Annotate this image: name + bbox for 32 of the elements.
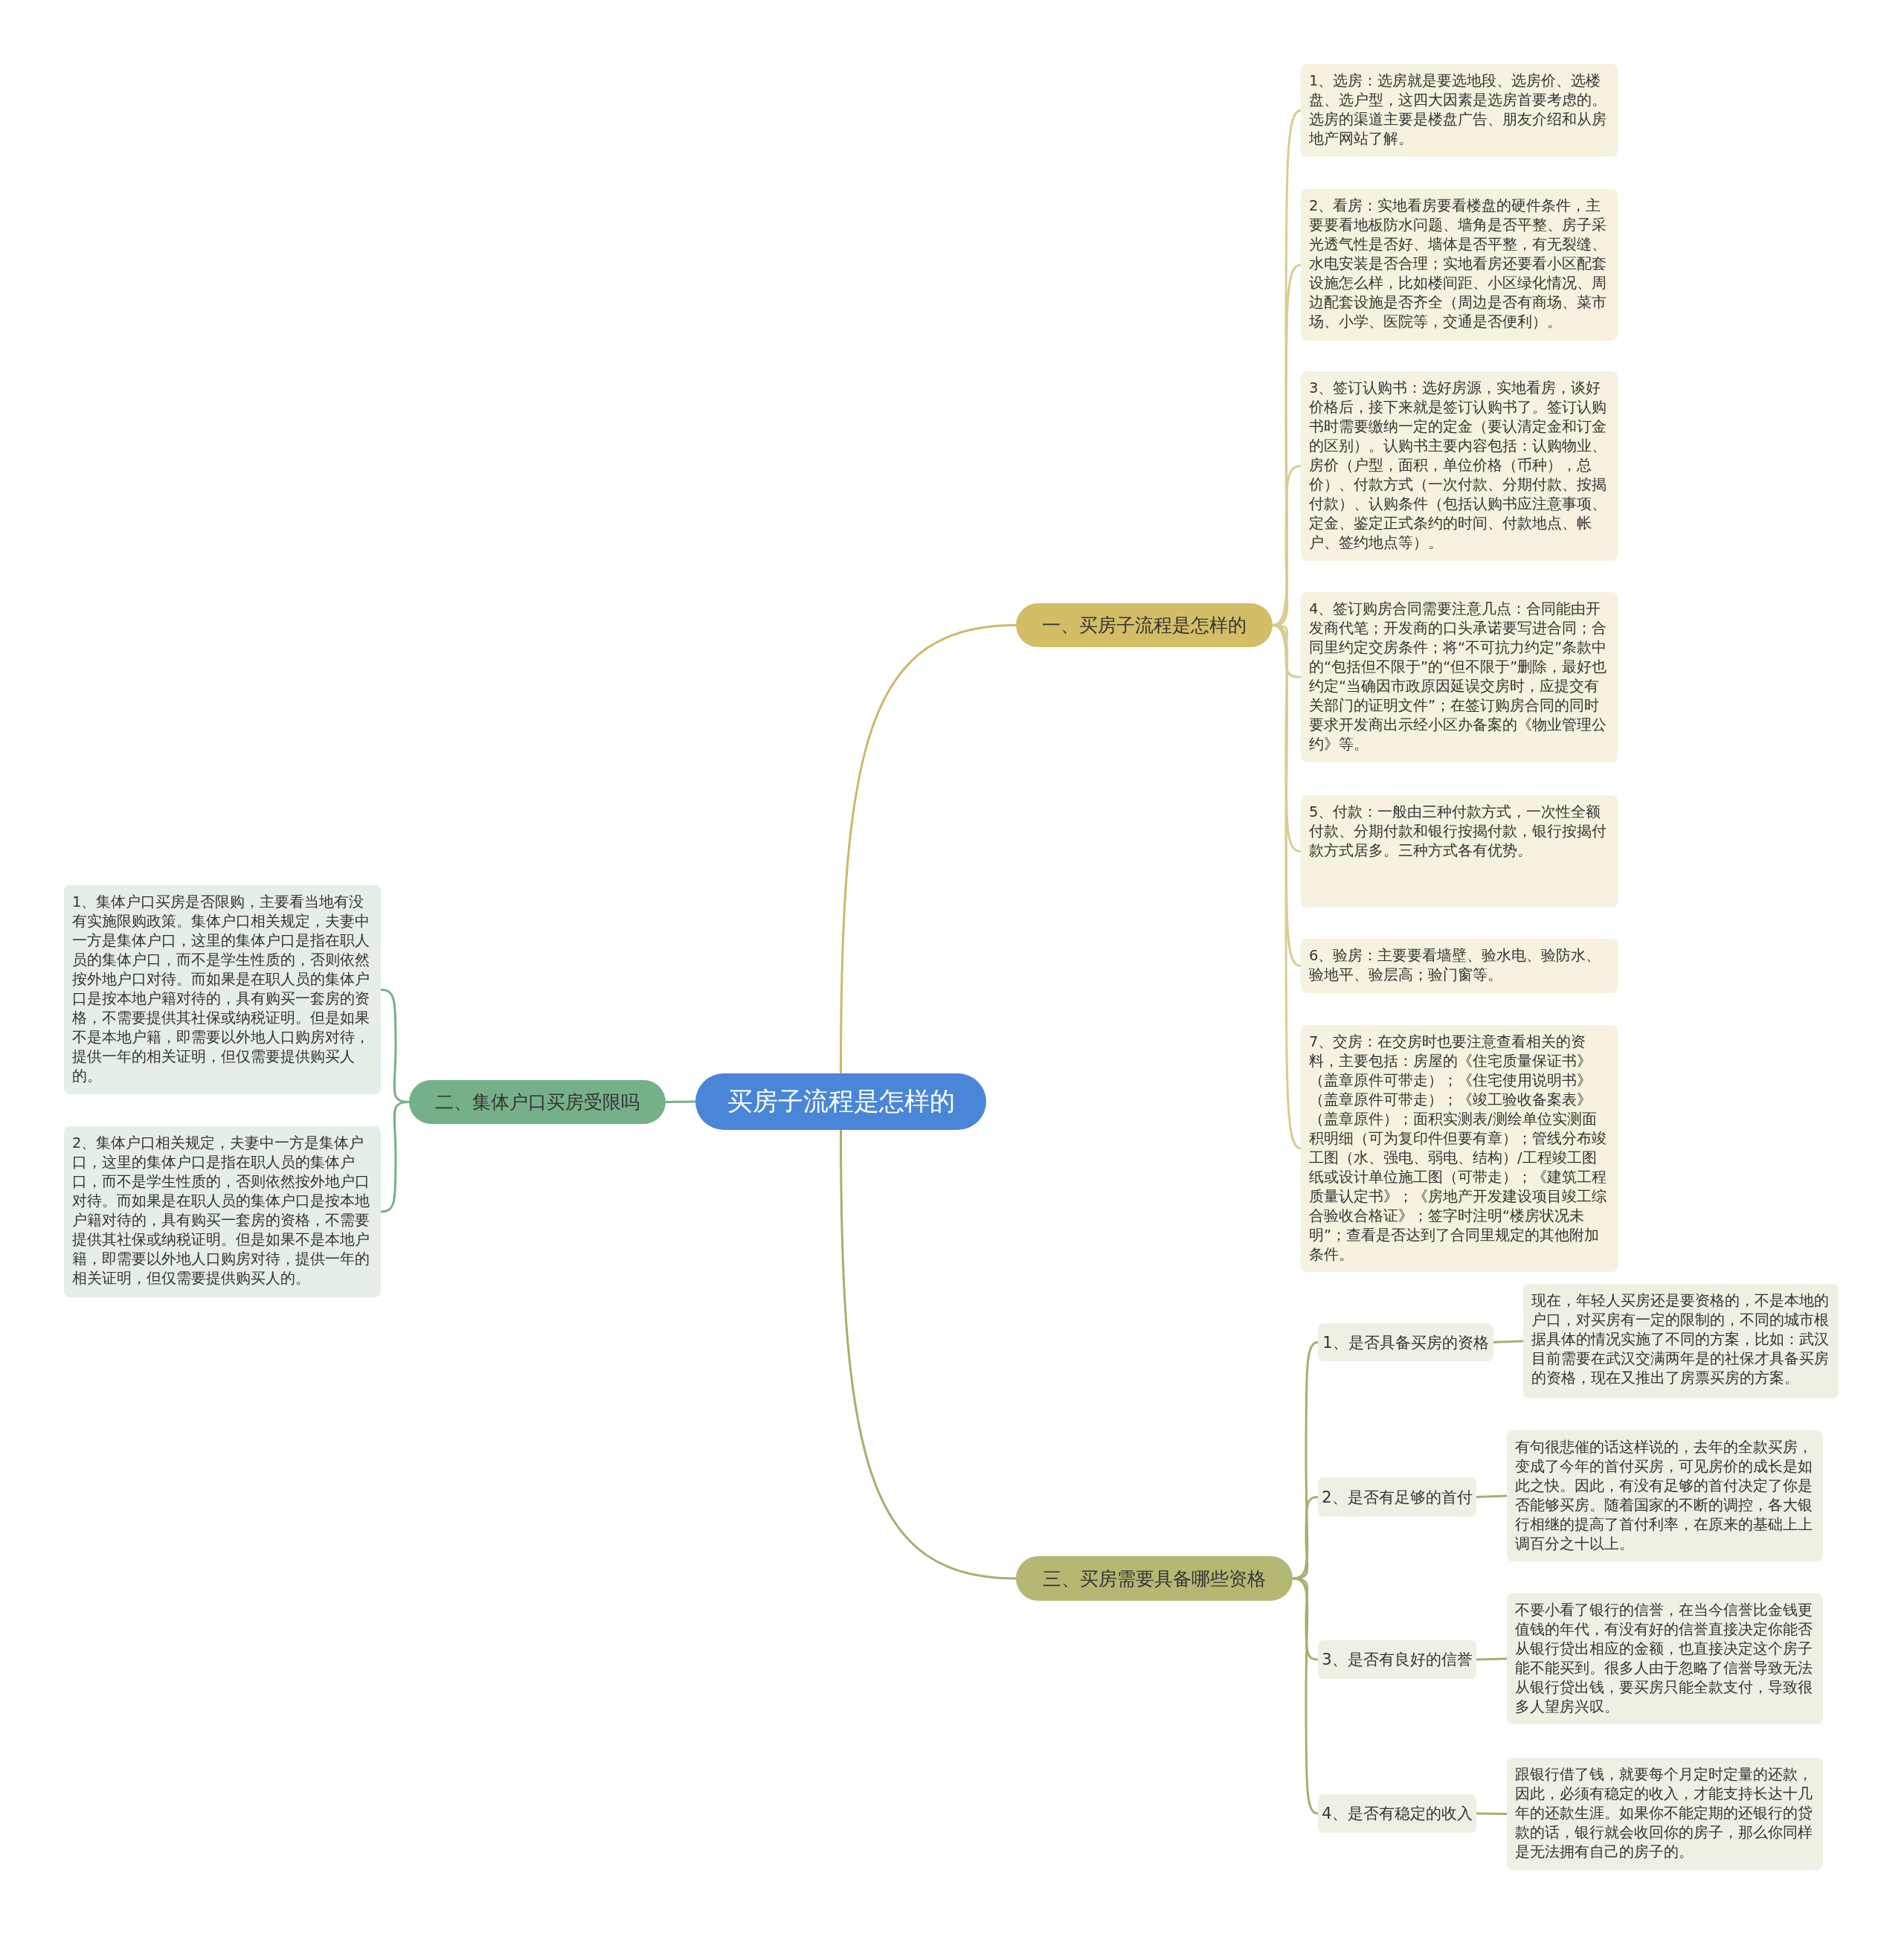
- connector-line: [1272, 624, 1302, 1150]
- note-box: 5、付款：一般由三种付款方式，一次性全额付款、分期付款和银行按揭付款，银行按揭付款方式居多。三种方式各有优势。: [1301, 795, 1618, 907]
- connector-line: [840, 624, 1017, 1073]
- subtopic-box: 1、是否具备买房的资格: [1318, 1323, 1493, 1361]
- note-box: 2、集体户口相关规定，夫妻中一方是集体户口，这里的集体户口是指在职人员的集体户口，而不是学生性质的，否则依然按外地户口对待。而如果是在职人员的集体户口是按本地户籍对待的，具有购买一套房的资格，不需要提供其社保或纳税证明。但是如果不是本地户籍，即需要以外地人口购房对待，提供一年的相关证明，但仅需要提供购买人的。: [64, 1126, 381, 1297]
- note-box: 4、签订购房合同需要注意几点：合同能由开发商代笔；开发商的口头承诺要写进合同；合同里约定交房条件；将“不可抗力约定”条款中的“包括但不限于”的“但不限于”删除，最好也约定“当确因市政原因延误交房时，应提交有关部门的证明文件”；在签订购房合同的同时要求开发商出示经小区办备案的《物业管理公约》等。: [1301, 592, 1618, 762]
- note-box: 6、验房：主要要看墙壁、验水电、验防水、验地平、验层高；验门窗等。: [1301, 939, 1618, 993]
- note-box: 2、看房：实地看房要看楼盘的硬件条件，主要要看地板防水问题、墙角是否平整、房子采光透气性是否好、墙体是否平整，有无裂缝、水电安装是否合理；实地看房还要看小区配套设施怎么样，比如楼间距、小区绿化情况、周边配套设施是否齐全（周边是否有商场、菜市场、小学、医院等，交通是否便利）。: [1301, 189, 1618, 341]
- subtopic-box: 4、是否有稳定的收入: [1318, 1794, 1476, 1833]
- connector-line: [1493, 1340, 1524, 1343]
- note-box: 不要小看了银行的信誉，在当今信誉比金钱更值钱的年代，有没有好的信誉直接决定你能否从银行贷出相应的金额，也直接决定这个房子能不能买到。很多人由于忽略了信誉导致无法从银行贷出钱，要买房只能全款支付，导致很多人望房兴叹。: [1507, 1593, 1823, 1724]
- central-topic: 买房子流程是怎样的: [695, 1073, 986, 1130]
- branch-topic: 三、买房需要具备哪些资格: [1016, 1556, 1293, 1601]
- subtopic-box: 2、是否有足够的首付: [1318, 1477, 1476, 1517]
- note-box: 1、选房：选房就是要选地段、选房价、选楼盘、选户型，这四大因素是选房首要考虑的。选房的渠道主要是楼盘广告、朋友介绍和从房地产网站了解。: [1301, 64, 1618, 157]
- branch-topic: 一、买房子流程是怎样的: [1016, 603, 1273, 647]
- note-box: 跟银行借了钱，就要每个月定时定量的还款，因此，必须有稳定的收入，才能支持长达十几年的还款生涯。如果你不能定期的还银行的贷款的话，银行就会收回你的房子，那么你同样是无法拥有自己的房子的。: [1507, 1758, 1823, 1870]
- branch-topic: 二、集体户口买房受限吗: [409, 1080, 666, 1124]
- connector-line: [380, 1101, 410, 1213]
- subtopic-box: 3、是否有良好的信誉: [1318, 1640, 1476, 1679]
- connector-line: [1292, 1577, 1319, 1815]
- note-box: 现在，年轻人买房还是要资格的，不是本地的户口，对买房有一定的限制的，不同的城市根据具体的情况实施了不同的方案，比如：武汉目前需要在武汉交满两年是的社保才具备买房的资格，现在又推出了房票买房的方案。: [1523, 1284, 1839, 1398]
- connector-line: [1476, 1494, 1508, 1498]
- connector-line: [1292, 1496, 1319, 1580]
- connector-line: [665, 1100, 696, 1103]
- note-box: 7、交房：在交房时也要注意查看相关的资料，主要包括：房屋的《住宅质量保证书》（盖章原件可带走）；《住宅使用说明书》（盖章原件可带走）；《竣工验收备案表》（盖章原件）；面积实测表/测绘单位实测面积明细（可为复印件但要有章）；管线分布竣工图（水、强电、弱电、结构）/工程竣工图纸或设计单位施工图（可带走）；《建筑工程质量认定书》；《房地产开发建设项目竣工综合验收合格证》；签字时注明“楼房状况未明”；查看是否达到了合同里规定的其他附加条件。: [1301, 1025, 1618, 1272]
- note-box: 3、签订认购书：选好房源，实地看房，谈好价格后，接下来就是签订认购书了。签订认购书时需要缴纳一定的定金（要认清定金和订金的区别）。认购书主要内容包括：认购物业、房价（户型，面积，单位价格（币种），总价）、付款方式（一次付款、分期付款、按揭付款）、认购条件（包括认购书应注意事项、定金、鉴定正式条约的时间、付款地点、帐户、签约地点等）。: [1301, 371, 1618, 561]
- connector-line: [1476, 1657, 1508, 1661]
- connector-line: [1476, 1812, 1508, 1815]
- note-box: 有句很悲催的话这样说的，去年的全款买房，变成了今年的首付买房，可见房价的成长是如此之快。因此，有没有足够的首付决定了你是否能够买房。随着国家的不断的调控，各大银行相继的提高了首付利率，在原来的基础上上调百分之十以上。: [1507, 1430, 1823, 1561]
- note-box: 1、集体户口买房是否限购，主要看当地有没有实施限购政策。集体户口相关规定，夫妻中一方是集体户口，这里的集体户口是指在职人员的集体户口，而不是学生性质的，否则依然按外地户口对待。而如果是在职人员的集体户口是按本地户籍对待的，具有购买一套房的资格，不需要提供其社保或纳税证明。但是如果不是本地户籍，即需要以外地人口购房对待，提供一年的相关证明，但仅需要提供购买人的。: [64, 885, 381, 1094]
- connector-line: [840, 1130, 1017, 1580]
